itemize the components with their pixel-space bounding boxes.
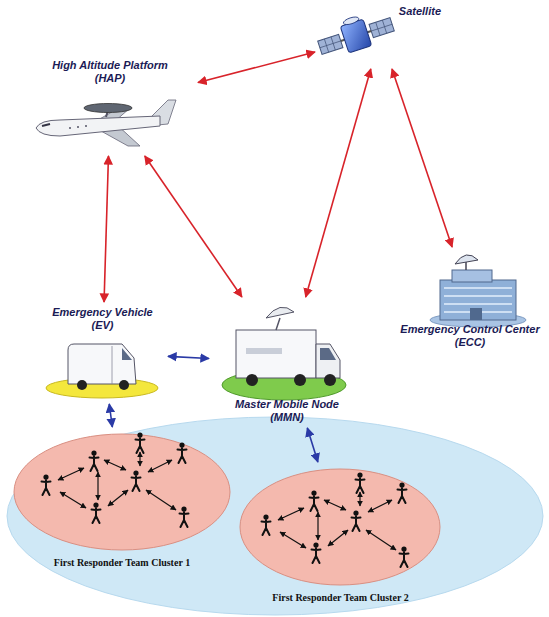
responder-links bbox=[58, 452, 396, 550]
vehicle-node: Emergency Vehicle (EV) bbox=[40, 305, 165, 401]
wireless-link bbox=[104, 156, 108, 302]
van-icon bbox=[46, 344, 158, 398]
aircraft-icon bbox=[36, 100, 176, 146]
node-label: Emergency Vehicle (EV) bbox=[46, 305, 160, 333]
building-icon bbox=[430, 255, 526, 327]
satellite-node: Satellite bbox=[318, 4, 443, 66]
cluster-area bbox=[240, 469, 440, 585]
truck-icon bbox=[222, 307, 346, 400]
cluster-area bbox=[14, 434, 230, 550]
node-label: Emergency Control Center (ECC) bbox=[393, 322, 547, 350]
node-label: First Responder Team Cluster 2 bbox=[270, 591, 410, 605]
responder-figures bbox=[42, 432, 409, 567]
wireless-link bbox=[145, 156, 242, 297]
node-label: First Responder Team Cluster 1 bbox=[52, 556, 192, 570]
team-cluster: First Responder Team Cluster 2 bbox=[238, 465, 443, 605]
local-link bbox=[168, 356, 209, 358]
local-link bbox=[109, 404, 112, 427]
mobile-node: Master Mobile Node (MMN) bbox=[212, 300, 362, 425]
wireless-link bbox=[198, 52, 315, 82]
local-link bbox=[307, 428, 318, 462]
incident-area bbox=[7, 417, 543, 615]
satellite-icon bbox=[314, 6, 396, 61]
wireless-link bbox=[306, 69, 371, 297]
node-label: Satellite bbox=[397, 4, 443, 19]
platform-node: High Altitude Platform (HAP) bbox=[25, 58, 195, 153]
control-center-node: Emergency Control Center (ECC) bbox=[390, 250, 549, 350]
node-label: Master Mobile Node (MMN) bbox=[226, 397, 348, 425]
node-label: High Altitude Platform (HAP) bbox=[38, 58, 182, 86]
team-cluster: First Responder Team Cluster 1 bbox=[12, 430, 232, 570]
wireless-link bbox=[392, 69, 452, 247]
